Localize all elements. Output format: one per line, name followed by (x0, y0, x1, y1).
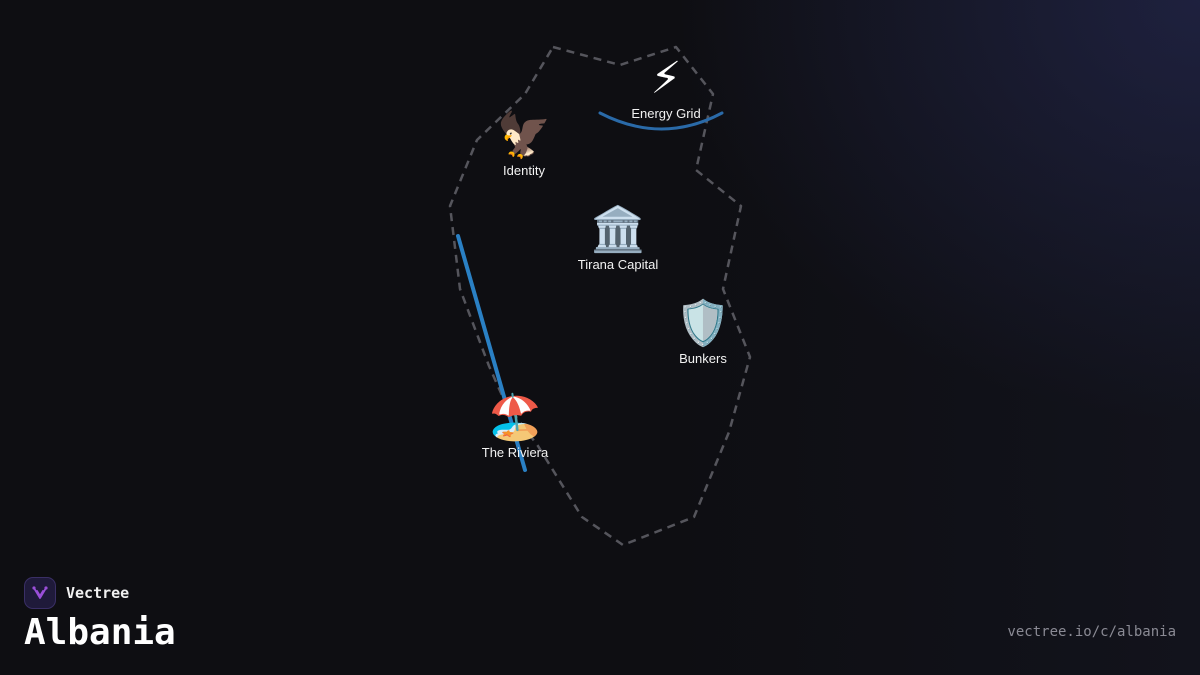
poi-label: Energy Grid (631, 106, 701, 121)
vectree-logo-icon (24, 577, 56, 609)
brand-name: Vectree (66, 584, 130, 602)
brand[interactable]: Vectree (24, 577, 129, 609)
poi-identity[interactable]: 🦅 Identity (454, 110, 594, 179)
eagle-icon: 🦅 (496, 110, 552, 161)
poi-label: Bunkers (679, 351, 727, 366)
energy-grid-arc (598, 111, 724, 131)
poi-label: The Riviera (481, 445, 549, 460)
poi-label: Identity (503, 163, 545, 178)
poi-label: Tirana Capital (577, 257, 659, 272)
page-url[interactable]: vectree.io/c/albania (1007, 624, 1176, 640)
poi-the-riviera[interactable]: 🏖️ The Riviera (445, 392, 585, 461)
beach-umbrella-icon: 🏖️ (487, 392, 543, 443)
poi-tirana-capital[interactable]: 🏛️ Tirana Capital (548, 204, 688, 273)
poi-bunkers[interactable]: 🛡️ Bunkers (633, 298, 773, 367)
page-title: Albania (24, 612, 176, 653)
poi-energy-grid[interactable]: ⚡ Energy Grid (596, 53, 736, 122)
riviera-coast-route (456, 234, 527, 472)
classical-building-icon: 🏛️ (590, 204, 646, 255)
lightning-icon: ⚡ (650, 53, 682, 104)
shield-icon: 🛡️ (675, 298, 731, 349)
country-border (448, 45, 752, 547)
